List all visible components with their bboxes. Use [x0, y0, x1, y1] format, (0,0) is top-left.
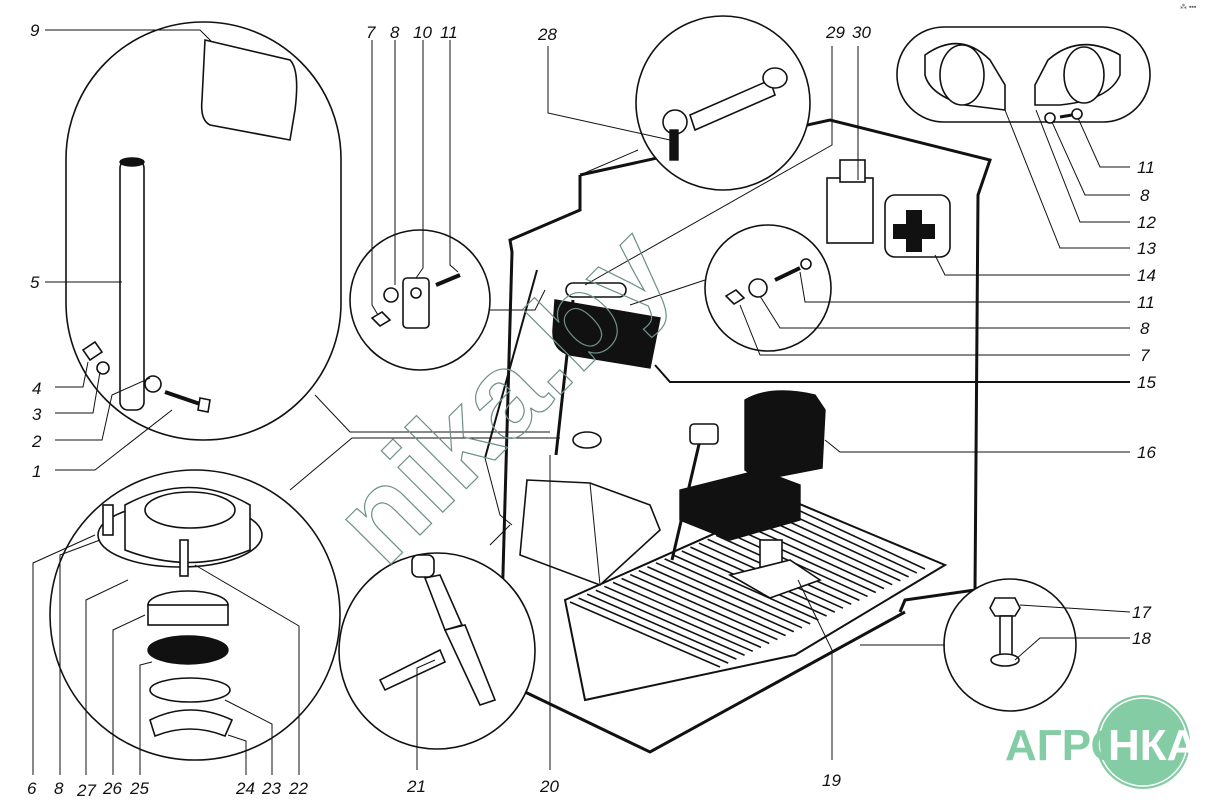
water-bottle — [826, 159, 874, 244]
mat-rib — [569, 601, 721, 668]
mat-rib — [638, 569, 786, 637]
logo-text-nka: НКА — [1108, 721, 1198, 770]
detail-circle-bolt-washer — [943, 578, 1077, 712]
detail-circle-valve — [338, 552, 536, 750]
mat-rib — [621, 577, 770, 645]
label-28: 28 — [537, 25, 557, 44]
mat-rib — [612, 581, 762, 649]
seat — [670, 390, 826, 599]
label-3: 3 — [32, 405, 42, 424]
callout-labels: 9 5 4 3 2 1 6 8 27 26 25 24 23 22 21 20 … — [27, 21, 1156, 800]
label-13: 13 — [1137, 239, 1156, 258]
detail-circle-visor-bolt — [704, 224, 832, 352]
mat-rib — [733, 526, 877, 594]
label-12: 12 — [1137, 213, 1156, 232]
mat-rib — [647, 565, 795, 633]
detail-circle-switch — [635, 15, 811, 191]
label-9: 9 — [30, 21, 40, 40]
mat-rib — [629, 573, 778, 641]
mat-rib — [595, 589, 745, 656]
label-23: 23 — [261, 779, 281, 798]
detail-circle-seat-mount — [49, 469, 341, 761]
wiper-arm — [484, 269, 602, 526]
detail-pill-mirror-bracket — [65, 21, 342, 441]
agronika-logo: АГРО НКА — [1005, 695, 1198, 789]
sun-visor — [552, 282, 661, 369]
tool-box — [519, 479, 661, 586]
label-1: 1 — [32, 462, 41, 481]
mat-rib — [578, 597, 729, 664]
label-5: 5 — [30, 273, 40, 292]
label-11: 11 — [440, 23, 458, 42]
label-26: 26 — [102, 779, 122, 798]
label-22: 22 — [288, 779, 308, 798]
label-16: 16 — [1137, 443, 1156, 462]
mat-rib — [784, 503, 926, 570]
label-24: 24 — [235, 779, 255, 798]
label-27: 27 — [76, 781, 96, 800]
mat-rib — [586, 593, 737, 660]
leader-lines — [32, 29, 1131, 775]
mat-rib — [750, 518, 893, 586]
label-6: 6 — [27, 779, 37, 798]
label-7: 7 — [1140, 346, 1150, 365]
label-2: 2 — [31, 432, 42, 451]
label-20: 20 — [539, 777, 559, 796]
mat-rib — [672, 554, 819, 621]
logo-text-agro: АГРО — [1005, 721, 1125, 770]
detail-circle-bracket-bolt — [349, 229, 491, 371]
label-8: 8 — [1140, 186, 1150, 205]
label-8: 8 — [54, 779, 64, 798]
label-29: 29 — [825, 23, 845, 42]
label-7: 7 — [366, 23, 376, 42]
label-17: 17 — [1132, 603, 1151, 622]
label-8: 8 — [1140, 319, 1150, 338]
label-25: 25 — [129, 779, 149, 798]
label-11: 11 — [1137, 158, 1155, 177]
label-11: 11 — [1137, 293, 1155, 312]
mat-rib — [758, 515, 901, 582]
label-21: 21 — [406, 777, 426, 796]
label-19: 19 — [822, 771, 841, 790]
label-18: 18 — [1132, 629, 1151, 648]
corner-mark: ⁂ ▪▪▪ — [1180, 3, 1197, 11]
floor-mat — [563, 498, 948, 702]
label-14: 14 — [1137, 266, 1156, 285]
detail-pill-reflectors — [896, 26, 1151, 124]
mat-rib — [655, 562, 803, 629]
cab-outline — [498, 118, 992, 754]
mat-rib — [664, 558, 811, 625]
label-4: 4 — [32, 379, 41, 398]
mat-rib — [604, 585, 754, 653]
first-aid-kit — [884, 194, 951, 258]
label-30: 30 — [852, 23, 871, 42]
label-15: 15 — [1137, 373, 1156, 392]
label-8: 8 — [390, 23, 400, 42]
mat-rib — [741, 522, 885, 590]
label-10: 10 — [413, 23, 432, 42]
